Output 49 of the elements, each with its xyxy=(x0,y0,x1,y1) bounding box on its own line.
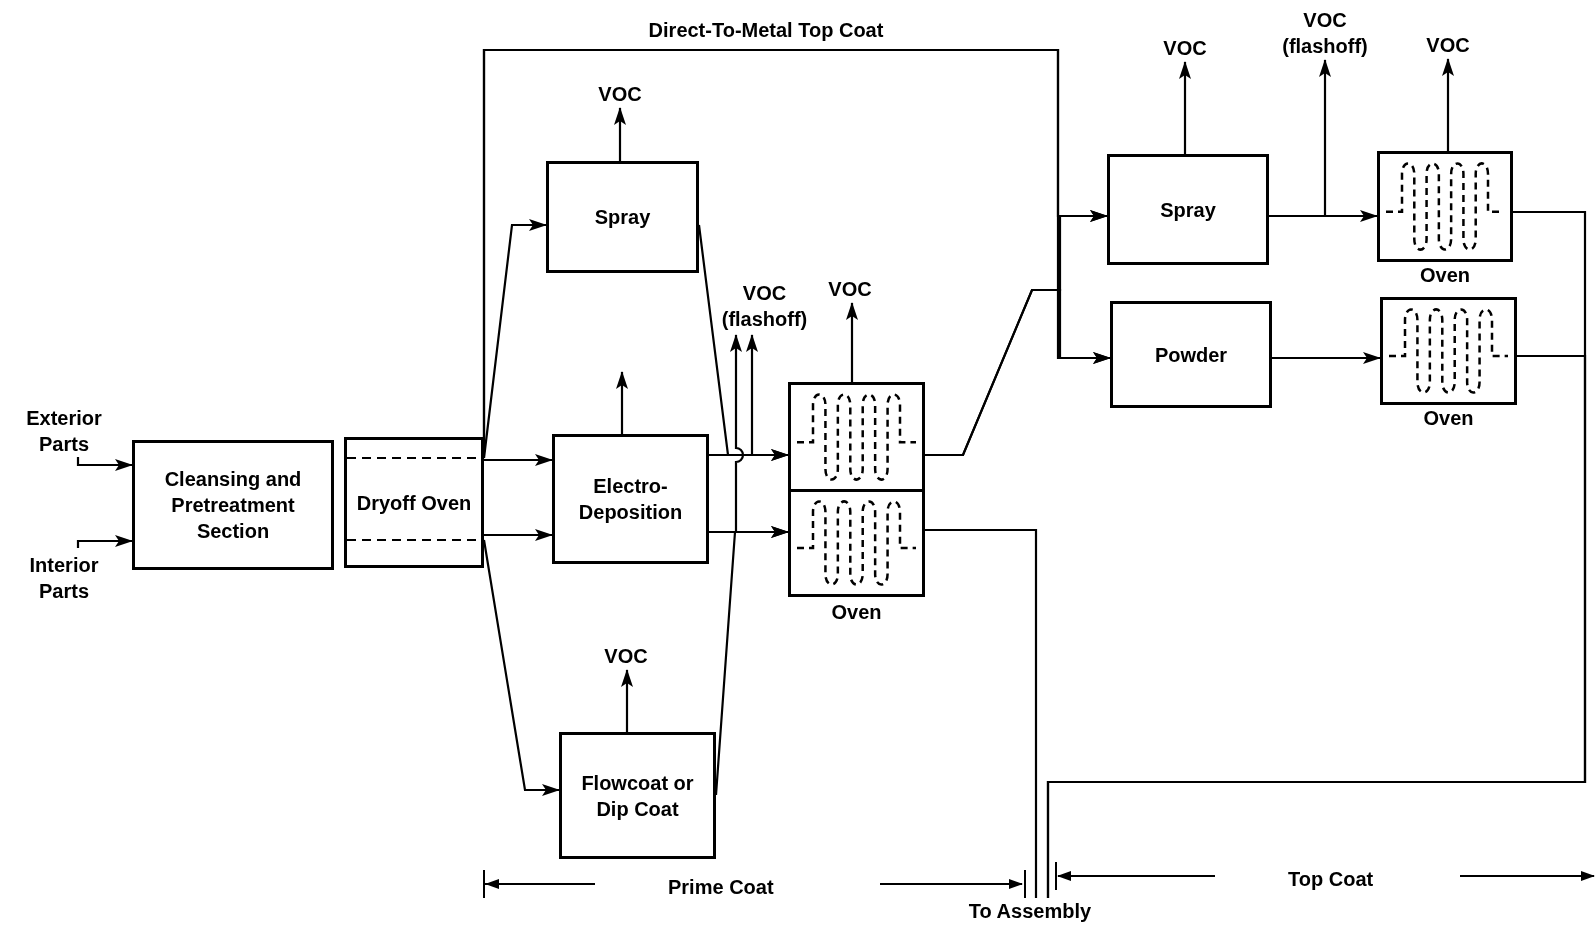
flow-label: To Assembly xyxy=(968,899,1092,924)
flow-label: VOC (flashoff) xyxy=(1281,8,1369,59)
process-box xyxy=(552,434,709,564)
flow-arrow xyxy=(621,669,633,732)
flow-arrow xyxy=(1269,210,1378,222)
flow-label: VOC xyxy=(1163,36,1207,61)
box-label: Spray xyxy=(1160,197,1216,223)
flow-label: VOC xyxy=(598,82,642,107)
flow-arrow xyxy=(616,371,628,434)
section-label: Prime Coat xyxy=(668,875,774,900)
process-box xyxy=(559,732,716,859)
process-box xyxy=(132,440,334,570)
flow-arrow xyxy=(746,334,758,455)
flow-arrow xyxy=(714,526,789,796)
box-label: Electro-Deposition xyxy=(577,474,684,525)
flow-arrow xyxy=(76,535,133,548)
process-box xyxy=(344,437,484,568)
flow-arrow xyxy=(482,219,547,459)
flow-label: VOC xyxy=(828,277,872,302)
process-box xyxy=(546,161,699,273)
connector-line xyxy=(1046,354,1587,898)
flow-arrow xyxy=(1272,352,1381,364)
flow-arrow xyxy=(1179,61,1191,154)
flow-label: Exterior Parts xyxy=(25,406,103,457)
flow-arrow xyxy=(484,454,553,466)
oven-label: Oven xyxy=(831,600,882,625)
process-box xyxy=(1107,154,1269,265)
box-label: Spray xyxy=(594,205,651,230)
flow-label: Interior Parts xyxy=(28,553,100,604)
flow-arrow xyxy=(614,107,626,161)
process-box xyxy=(1110,301,1272,408)
box-label: Cleansing and Pretreatment Section xyxy=(163,467,303,544)
flow-label: VOC (flashoff) xyxy=(720,281,809,332)
section-label: Top Coat xyxy=(1288,867,1374,892)
flow-label: VOC xyxy=(1426,33,1470,58)
oven-label: Oven xyxy=(1423,406,1474,431)
flow-arrow xyxy=(482,539,560,796)
connector-line xyxy=(925,528,1038,898)
flow-arrow xyxy=(484,529,553,541)
box-label: Powder xyxy=(1154,342,1228,368)
flow-arrow xyxy=(1442,58,1454,151)
box-label: Flowcoat or Dip Coat xyxy=(580,770,695,822)
box-label: Dryoff Oven xyxy=(356,490,472,516)
flow-arrow xyxy=(1319,59,1331,216)
oven-label: Oven xyxy=(1420,263,1470,288)
flow-label: VOC xyxy=(604,644,648,669)
flow-arrow xyxy=(76,457,133,471)
flow-arrow xyxy=(709,449,789,461)
flow-arrow xyxy=(730,334,745,532)
